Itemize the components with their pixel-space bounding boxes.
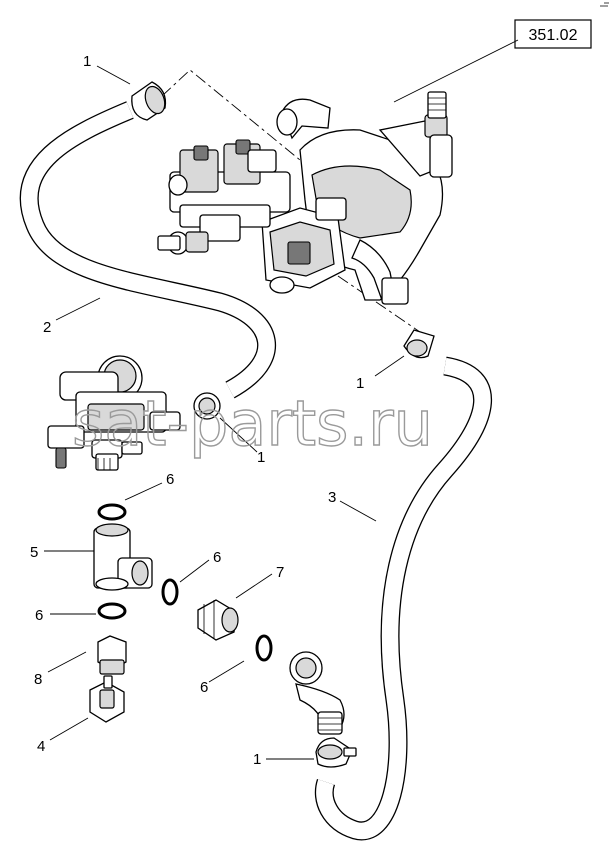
clamp-top-left[interactable] (131, 81, 168, 121)
callout-6[interactable]: 6 (213, 549, 221, 566)
clamp-bottom[interactable] (315, 737, 357, 768)
pump-assembly[interactable] (261, 91, 453, 305)
o-ring-top[interactable] (97, 503, 127, 521)
reference-box-text: 351.02 (529, 27, 578, 44)
tee-fitting[interactable] (93, 523, 153, 591)
corner-mark (600, 2, 609, 7)
callout-1[interactable]: 1 (356, 375, 364, 392)
elbow-fitting[interactable] (289, 651, 345, 735)
o-ring-mid[interactable] (161, 578, 179, 606)
callout-1[interactable]: 1 (257, 449, 265, 466)
callout-7[interactable]: 7 (276, 564, 284, 581)
callout-5[interactable]: 5 (30, 544, 38, 561)
clamp-middle[interactable] (193, 392, 221, 420)
callouts: 1 2 1 1 6 3 5 6 7 6 8 6 4 1 (30, 53, 364, 768)
reference-leader (393, 39, 519, 103)
callout-6[interactable]: 6 (200, 679, 208, 696)
callout-1[interactable]: 1 (83, 53, 91, 70)
plug-fitting[interactable] (97, 635, 127, 675)
solenoid-valve-block[interactable] (157, 139, 291, 255)
callout-6[interactable]: 6 (166, 471, 174, 488)
hose-2[interactable] (19, 101, 277, 399)
callout-2[interactable]: 2 (43, 319, 51, 336)
o-ring-right[interactable] (255, 634, 273, 662)
callout-4[interactable]: 4 (37, 738, 45, 755)
reference-box[interactable]: 351.02 (514, 19, 592, 49)
control-valve[interactable] (47, 355, 181, 471)
callout-8[interactable]: 8 (34, 671, 42, 688)
adapter-fitting[interactable] (197, 599, 239, 641)
callout-6[interactable]: 6 (35, 607, 43, 624)
cap-fitting[interactable] (89, 675, 125, 723)
watermark: sat-parts.ru (72, 387, 433, 460)
leader-lines (44, 65, 405, 760)
clamp-right[interactable] (403, 329, 435, 359)
hose-3[interactable] (314, 356, 492, 841)
callout-1[interactable]: 1 (253, 751, 261, 768)
o-ring-left[interactable] (97, 602, 127, 620)
callout-3[interactable]: 3 (328, 489, 336, 506)
